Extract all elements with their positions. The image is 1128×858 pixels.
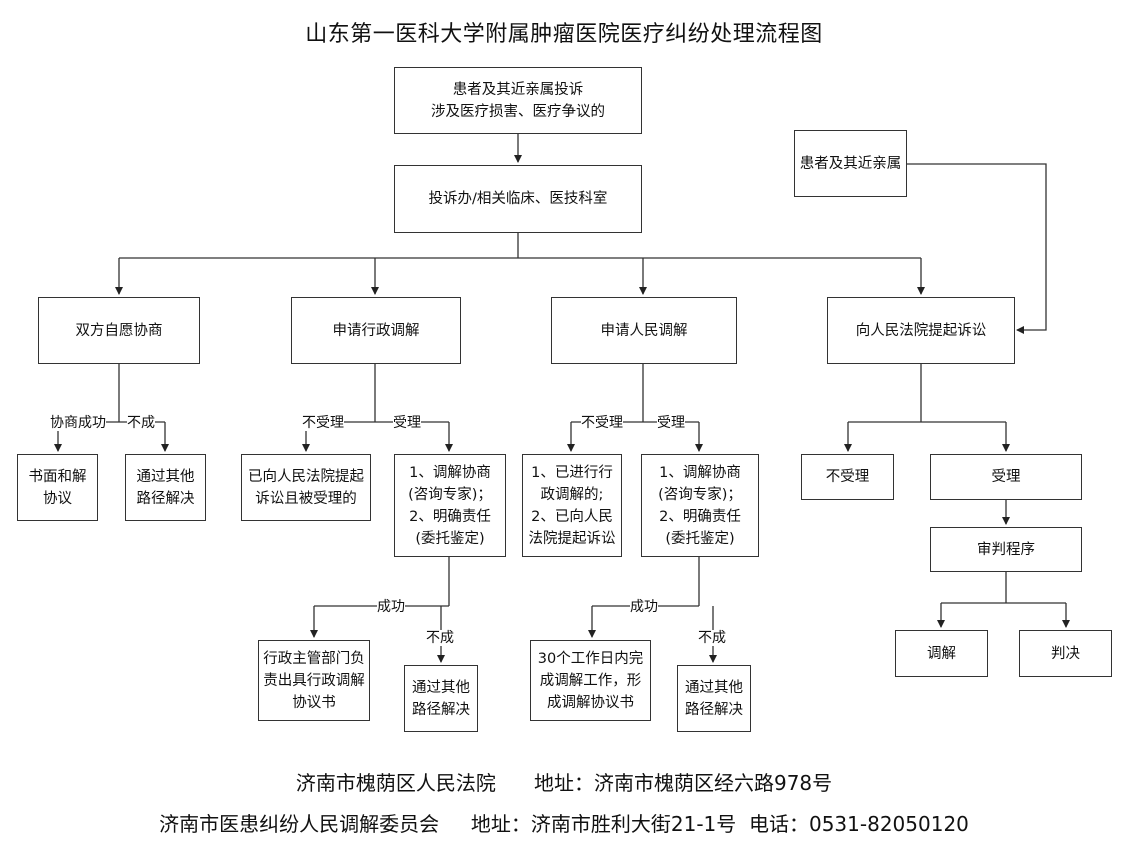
label-admin-success: 成功 [377,599,405,615]
node-admin-process: 1、调解协商 (咨询专家)； 2、明确责任 (委托鉴定) [394,454,506,557]
node-court-lawsuit: 向人民法院提起诉讼 [827,297,1015,364]
label-people-success: 成功 [630,599,658,615]
node-other-path-people: 通过其他 路径解决 [677,665,751,732]
label-people-not-accepted: 不受理 [581,415,623,431]
label-people-fail: 不成 [698,630,726,646]
node-voluntary-negotiation: 双方自愿协商 [38,297,200,364]
label-admin-accepted: 受理 [393,415,421,431]
footer-court-info: 济南市槐荫区人民法院 地址：济南市槐荫区经六路978号 [295,771,833,795]
node-admin-not-accepted: 已向人民法院提起 诉讼且被受理的 [241,454,371,521]
label-negotiation-fail: 不成 [127,415,155,431]
node-court-accepted: 受理 [930,454,1082,500]
node-court-judgment: 判决 [1019,630,1112,677]
node-other-path-negotiation: 通过其他 路径解决 [125,454,206,521]
node-admin-mediation: 申请行政调解 [291,297,461,364]
node-people-mediation: 申请人民调解 [551,297,737,364]
node-trial-procedure: 审判程序 [930,527,1082,572]
label-negotiation-success: 协商成功 [50,415,106,431]
label-people-accepted: 受理 [657,415,685,431]
node-court-mediation: 调解 [895,630,988,677]
node-complaint-office: 投诉办/相关临床、医技科室 [394,165,642,233]
node-court-not-accepted: 不受理 [801,454,894,500]
node-written-agreement: 书面和解 协议 [17,454,98,521]
node-other-path-admin: 通过其他 路径解决 [404,665,478,732]
label-admin-fail: 不成 [426,630,454,646]
footer-committee-info: 济南市医患纠纷人民调解委员会 地址：济南市胜利大街21-1号 电话：0531-8… [159,812,969,836]
page-title: 山东第一医科大学附属肿瘤医院医疗纠纷处理流程图 [305,22,823,47]
node-admin-agreement: 行政主管部门负 责出具行政调解 协议书 [258,640,370,721]
connector-relatives-lawsuit [907,163,1047,334]
node-patient-relatives: 患者及其近亲属 [794,130,907,197]
node-people-process: 1、调解协商 (咨询专家)； 2、明确责任 (委托鉴定) [641,454,759,557]
node-people-agreement: 30个工作日内完 成调解工作，形 成调解协议书 [530,640,651,721]
label-admin-not-accepted: 不受理 [302,415,344,431]
node-people-not-accepted: 1、已进行行 政调解的; 2、已向人民 法院提起诉讼 [522,454,622,557]
node-complaint: 患者及其近亲属投诉 涉及医疗损害、医疗争议的 [394,67,642,134]
